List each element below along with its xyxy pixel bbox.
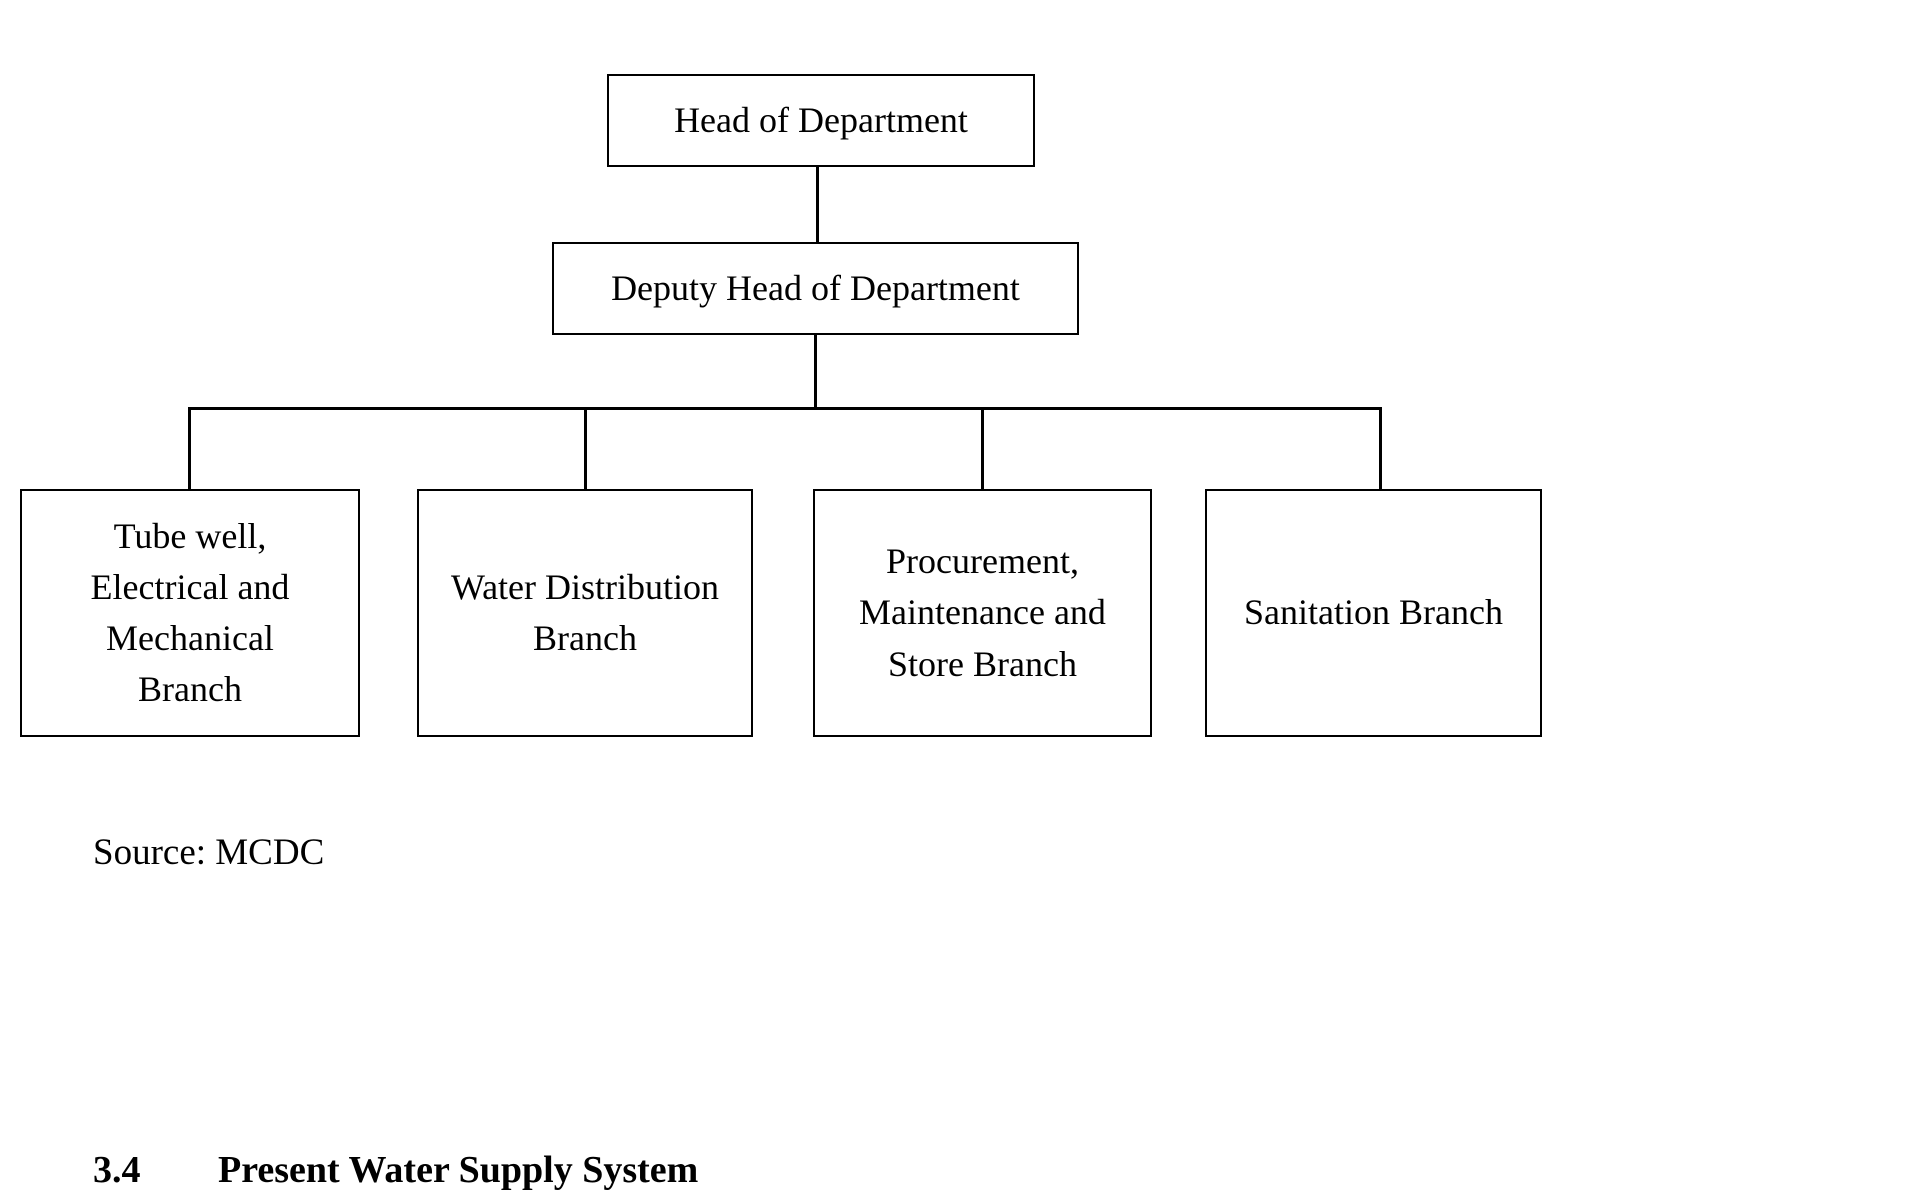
org-node-tube-well-electrical-mechanical-branch: Tube well, Electrical and Mechanical Bra…: [20, 489, 360, 737]
org-node-procurement-maintenance-store-branch: Procurement, Maintenance and Store Branc…: [813, 489, 1152, 737]
section-heading-title: Present Water Supply System: [218, 1149, 699, 1191]
connector-head-to-deputy: [816, 166, 819, 244]
section-heading-number: 3.4: [93, 1149, 141, 1191]
connector-drop-branch-1: [188, 408, 191, 490]
org-node-water-distribution-branch: Water Distribution Branch: [417, 489, 753, 737]
section-heading: 3.4 Present Water Supply System: [93, 1148, 698, 1194]
connector-drop-branch-2: [584, 408, 587, 490]
org-node-deputy-head-of-department: Deputy Head of Department: [552, 242, 1079, 335]
connector-drop-branch-4: [1379, 408, 1382, 490]
connector-deputy-to-bus: [814, 334, 817, 410]
connector-drop-branch-3: [981, 408, 984, 490]
org-node-head-of-department: Head of Department: [607, 74, 1035, 167]
org-node-sanitation-branch: Sanitation Branch: [1205, 489, 1542, 737]
connector-horizontal-bus: [188, 407, 1382, 410]
source-caption: Source: MCDC: [93, 832, 325, 873]
